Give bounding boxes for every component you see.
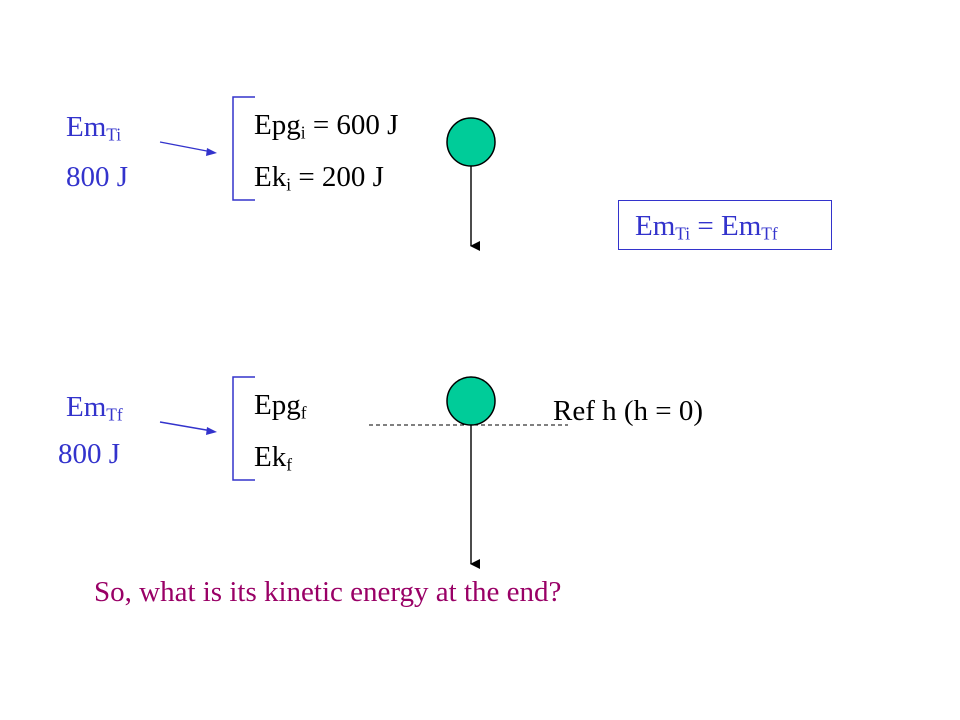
initial-bracket bbox=[232, 96, 255, 201]
ball-final bbox=[446, 376, 496, 426]
initial-pointer-arrow bbox=[159, 141, 217, 156]
epg-initial: Epgi = 600 J bbox=[254, 109, 399, 143]
ek-final: Ekf bbox=[254, 441, 293, 475]
em-initial-label: EmTi bbox=[66, 111, 122, 145]
final-bracket bbox=[232, 376, 255, 481]
epg-final: Epgf bbox=[254, 389, 307, 423]
question-text: So, what is its kinetic energy at the en… bbox=[94, 576, 562, 608]
ball-initial bbox=[446, 117, 496, 167]
em-final-value: 800 J bbox=[58, 438, 121, 470]
ek-initial: Eki = 200 J bbox=[254, 161, 384, 195]
conservation-equation: EmTi = EmTf bbox=[635, 210, 778, 244]
em-initial-value: 800 J bbox=[66, 161, 129, 193]
final-pointer-arrow bbox=[159, 421, 217, 435]
reference-height-label: Ref h (h = 0) bbox=[553, 395, 704, 427]
em-final-label: EmTf bbox=[66, 391, 123, 425]
conservation-equation-box: EmTi = EmTf bbox=[618, 200, 832, 250]
